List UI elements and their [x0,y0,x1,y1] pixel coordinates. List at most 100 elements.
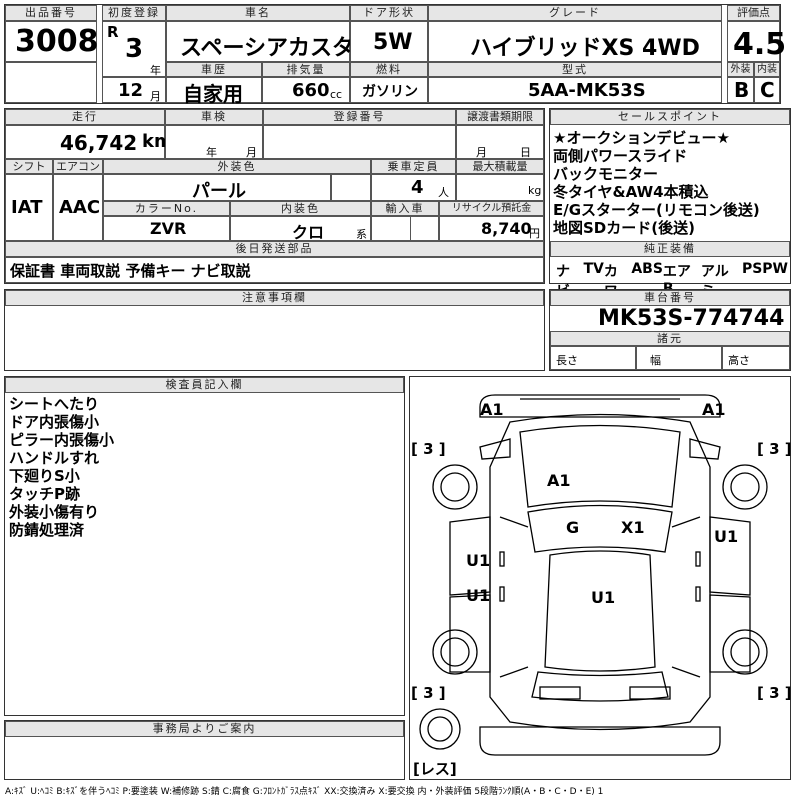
history-label: 車歴 [166,62,262,77]
later-parts-value: 保証書 車両取説 予備キー ナビ取説 [10,262,251,280]
displacement-cell [262,77,350,103]
inspector-line: 防錆処理済 [9,521,85,539]
lot-cell [5,21,97,62]
grade-label: グレード [428,5,722,21]
door-label: ドア形状 [350,5,428,21]
lot-empty-cell [5,62,97,103]
transfer-deadline-label: 譲渡書類期限 [456,109,544,125]
int-color-cell [230,216,371,241]
car-name-cell [166,21,350,62]
lot-number: 3008 [15,24,99,59]
sales-point: ★オークションデビュー★ [553,129,730,147]
car-name-value: スペーシアカスタム [180,36,377,61]
first-reg-label: 初度登録 [102,5,166,21]
registration-cell [263,125,456,159]
fuel-cell [350,77,428,103]
car-diagram [419,394,768,756]
spare-tire-score: [レス] [413,760,457,778]
model-value: 5AA-MK53S [528,80,646,101]
import-divider [410,216,439,241]
score-cell [727,21,780,62]
interior-grade-label: 内装 [754,62,780,77]
color-no-label: カラーNo. [103,201,230,216]
lot-label: 出品番号 [5,5,97,21]
shift-value: IAT [11,197,43,218]
first-reg-era: R [107,23,119,41]
max-load-unit: kg [528,184,542,197]
interior-grade-value: C [760,78,775,102]
tire-fl-score: [ 3 ] [411,440,446,458]
chassis-label: 車台番号 [550,290,790,306]
recycle-value: 8,740 [481,219,532,238]
car-diagram-block [409,376,791,780]
model-label: 型式 [428,62,722,77]
ext-color-extra-cell [331,174,371,201]
later-parts-cell [5,257,544,283]
ext-color-value: パール [192,181,246,202]
specs-length-cell [550,346,636,370]
sales-point: バックモニター [553,165,659,183]
model-cell [428,77,722,103]
displacement-label: 排気量 [262,62,350,77]
specs-height-cell [722,346,790,370]
damage-code-front-right: A1 [702,400,726,419]
recycle-label: リサイクル預託金 [439,201,544,216]
equipment-item: PW [762,261,788,277]
legend-text: A:ｷｽﾞ U:ﾍｺﾐ B:ｷｽﾞを伴うﾍｺﾐ P:要塗装 W:補修跡 S:錆 … [5,787,604,797]
inspector-line: ピラー内張傷小 [9,431,115,449]
aircon-value: AAC [59,197,101,218]
specs-label: 諸元 [550,331,790,346]
ext-color-cell [103,174,331,201]
max-load-cell [456,174,544,201]
inspection-month-unit: 月 [246,146,257,159]
exterior-grade-value: B [734,78,750,102]
equipment-label: 純正装備 [550,241,790,257]
inspector-label: 検査員記入欄 [5,377,404,393]
office-label: 事務局よりご案内 [5,721,404,737]
inspector-line: タッチP跡 [9,485,80,503]
shift-label: シフト [5,159,53,174]
inspector-line: 外装小傷有り [9,503,100,521]
mileage-label: 走行 [5,109,165,125]
inspection-year-unit: 年 [206,146,217,159]
displacement-value: 660 [292,80,330,101]
door-value: 5W [373,30,413,55]
inspector-list: シートへたり ドア内張傷小 ピラー内張傷小 ハンドルすれ 下廻りS小 タッチP跡… [9,395,114,539]
recycle-cell [439,216,544,241]
equipment-item: TV [583,261,604,277]
exterior-grade-label: 外装 [727,62,754,77]
mileage-cell [5,125,165,159]
displacement-unit: cc [330,88,343,101]
aircon-cell [53,174,103,241]
damage-code-roof-front: X1 [621,518,645,537]
color-no-value: ZVR [150,219,187,238]
transfer-month-unit: 月 [476,146,487,159]
transfer-day-unit: 日 [520,146,531,159]
sales-points-list: ★オークションデビュー★ 両側パワースライド バックモニター 冬タイヤ&AW4本… [553,129,789,237]
grade-value: ハイブリッドXS 4WD [470,36,700,61]
specs-height-label: 高さ [728,354,750,367]
capacity-cell [371,174,456,201]
damage-code-roof-rear: U1 [591,588,616,607]
tire-rr-score: [ 3 ] [757,684,792,702]
grade-cell [428,21,722,62]
mileage-value: 46,742 [60,131,138,155]
damage-code-hood: A1 [547,471,571,490]
tire-rl-score: [ 3 ] [411,684,446,702]
transfer-deadline-cell [456,125,544,159]
inspector-line: ドア内張傷小 [9,413,100,431]
score-label: 評価点 [727,5,780,21]
equipment-item: PS [741,261,763,277]
recycle-unit: 円 [529,227,540,240]
specs-width-cell [636,346,722,370]
sales-point: 冬タイヤ&AW4本積込 [553,183,709,201]
capacity-value: 4 [411,177,424,198]
first-reg-month: 12 [118,80,144,101]
first-reg-month-cell [102,77,166,103]
door-cell [350,21,428,62]
inspection-cell [165,125,263,159]
sales-point: 地図SDカード(後送) [553,219,695,237]
first-reg-year-unit: 年 [150,64,161,77]
sales-point: E/Gスターター(リモコン後送) [553,201,760,219]
first-reg-cell [102,21,166,77]
